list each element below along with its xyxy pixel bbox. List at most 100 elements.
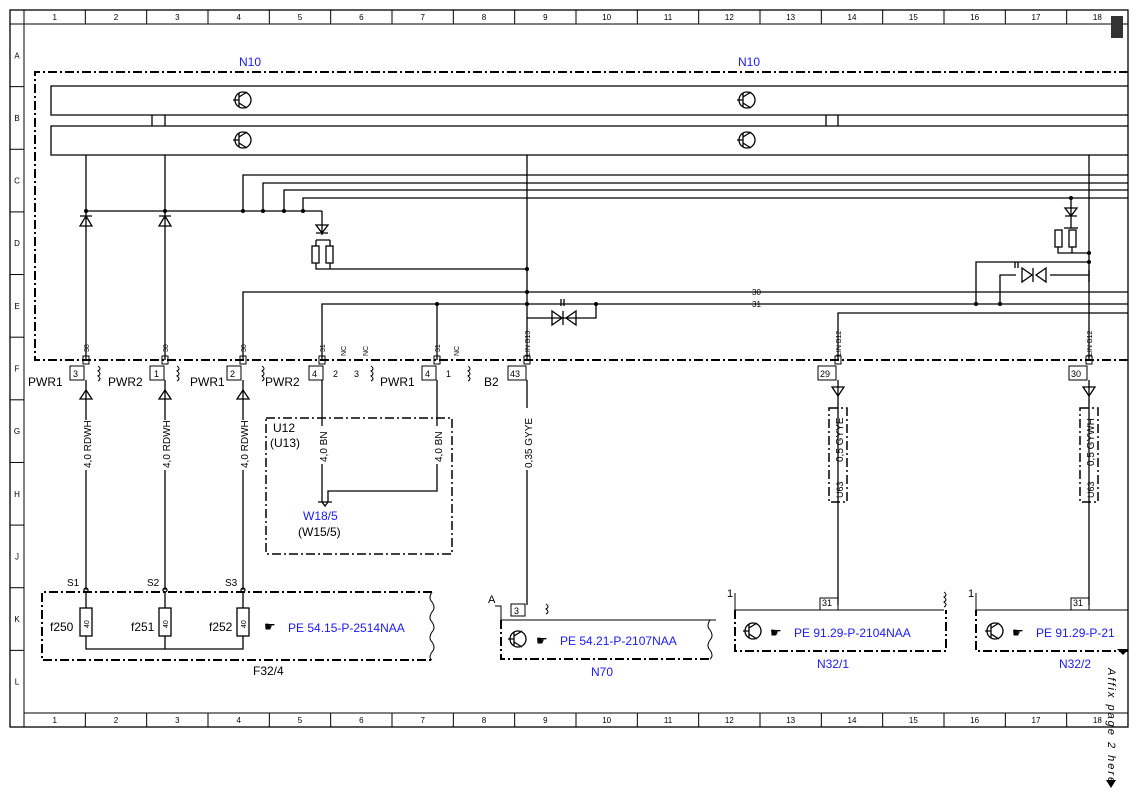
w18-label: W18/5	[303, 509, 338, 523]
resistor-icon	[325, 245, 334, 264]
pin-number: 2	[230, 369, 235, 379]
line-31-label: 31	[752, 300, 761, 309]
wire-label: 0,35 GYYE	[524, 418, 535, 468]
wire-label: 0,5 GYWH	[1086, 418, 1097, 466]
column-label: 18	[1093, 13, 1102, 22]
pin-31-label: 31	[320, 344, 327, 352]
f32-label: F32/4	[253, 664, 284, 678]
column-label: 8	[482, 13, 487, 22]
pe-link[interactable]: PE 91.29-P-2104NAA	[794, 626, 911, 640]
diode-icon	[157, 214, 173, 227]
s1-label: S1	[67, 578, 80, 589]
column-label: 7	[420, 13, 425, 22]
pin-30-label: 30	[84, 344, 91, 352]
n70-label: N70	[591, 665, 613, 679]
pin-terminal	[82, 355, 90, 365]
arrow-down-icon	[1081, 386, 1097, 398]
n10-outline	[34, 71, 1128, 361]
n32-1-outline	[734, 610, 947, 652]
transistor-icon	[233, 91, 252, 109]
arrow-up-icon	[157, 388, 173, 400]
pin-30-label: 30	[241, 344, 248, 352]
transistor-icon	[737, 131, 756, 149]
pin-terminal	[318, 355, 326, 365]
u12-label: U12	[273, 421, 295, 435]
pin-terminal	[433, 355, 441, 365]
column-label: 15	[909, 716, 918, 725]
column-label: 7	[420, 716, 425, 725]
s2-label: S2	[147, 578, 160, 589]
row-label: L	[15, 678, 20, 687]
column-label: 5	[298, 13, 303, 22]
line-30-label: 30	[752, 288, 761, 297]
lin-label: LIN B12	[1087, 331, 1094, 356]
u63-label: U63	[1086, 481, 1096, 498]
column-label: 12	[725, 13, 734, 22]
column-label: 13	[786, 13, 795, 22]
column-label: 10	[602, 13, 611, 22]
column-label: 11	[664, 13, 673, 22]
arrow-up-icon	[235, 388, 251, 400]
nc-label: NC	[363, 346, 370, 356]
column-label: 6	[359, 716, 364, 725]
column-label: 5	[298, 716, 303, 725]
pin-terminal	[161, 355, 169, 365]
column-label: 3	[175, 716, 180, 725]
column-label: 18	[1093, 716, 1102, 725]
n10-label-left: N10	[239, 55, 261, 69]
pointing-hand-icon[interactable]: ☛	[1012, 625, 1024, 640]
pin-number: 31	[1073, 598, 1083, 608]
column-label: 15	[909, 13, 918, 22]
pin-number: 3	[514, 606, 519, 616]
transistor-icon	[985, 622, 1004, 640]
column-label: 1	[52, 716, 57, 725]
inner-frame	[23, 23, 1129, 714]
page-mark	[1111, 16, 1123, 38]
column-label: 8	[482, 716, 487, 725]
internal-bar-1	[50, 85, 1128, 116]
u12-outline	[265, 417, 453, 555]
pin-number: 3	[354, 369, 359, 379]
column-label: 6	[359, 13, 364, 22]
column-label: 2	[114, 716, 119, 725]
column-label: 1	[52, 13, 57, 22]
row-label: J	[15, 552, 19, 561]
column-label: 11	[664, 716, 673, 725]
row-label: E	[14, 302, 19, 311]
row-label: C	[14, 177, 20, 186]
pointing-hand-icon[interactable]: ☛	[536, 633, 548, 648]
ground-icon	[318, 501, 332, 508]
fuse-rating: 40	[163, 620, 170, 628]
a-label: A	[488, 594, 496, 606]
u63-label: U63	[835, 481, 845, 498]
row-label: K	[14, 615, 20, 624]
f32-outline	[41, 591, 432, 661]
pe-link[interactable]: PE 54.15-P-2514NAA	[288, 621, 405, 635]
transistor-icon	[737, 91, 756, 109]
column-label: 2	[114, 13, 119, 22]
diode-icon	[1063, 207, 1079, 218]
column-label: 17	[1032, 13, 1041, 22]
row-label: D	[14, 239, 20, 248]
pin-31-label: 31	[435, 344, 442, 352]
column-label: 13	[786, 716, 795, 725]
pin-terminal	[1085, 355, 1093, 365]
arrow-up-icon	[78, 388, 94, 400]
internal-bar-2	[50, 125, 1128, 156]
row-label: H	[14, 490, 20, 499]
wire-label: 4,0 RDWH	[162, 420, 173, 468]
pin-number: 1	[727, 588, 733, 600]
pointing-hand-icon[interactable]: ☛	[770, 625, 782, 640]
wire-label: 4,0 RDWH	[83, 420, 94, 468]
border-frame	[9, 9, 1129, 728]
row-label: G	[14, 427, 20, 436]
n70-outline	[500, 620, 710, 660]
pe-link[interactable]: PE 54.21-P-2107NAA	[560, 634, 677, 648]
pointing-hand-icon[interactable]: ☛	[264, 619, 276, 634]
pe-link[interactable]: PE 91.29-P-21	[1036, 626, 1115, 640]
f250-label: f250	[50, 620, 74, 634]
pwr1-label: PWR1	[190, 375, 225, 389]
wire-label: 4,0 BN	[434, 431, 445, 462]
row-label: F	[15, 365, 20, 374]
